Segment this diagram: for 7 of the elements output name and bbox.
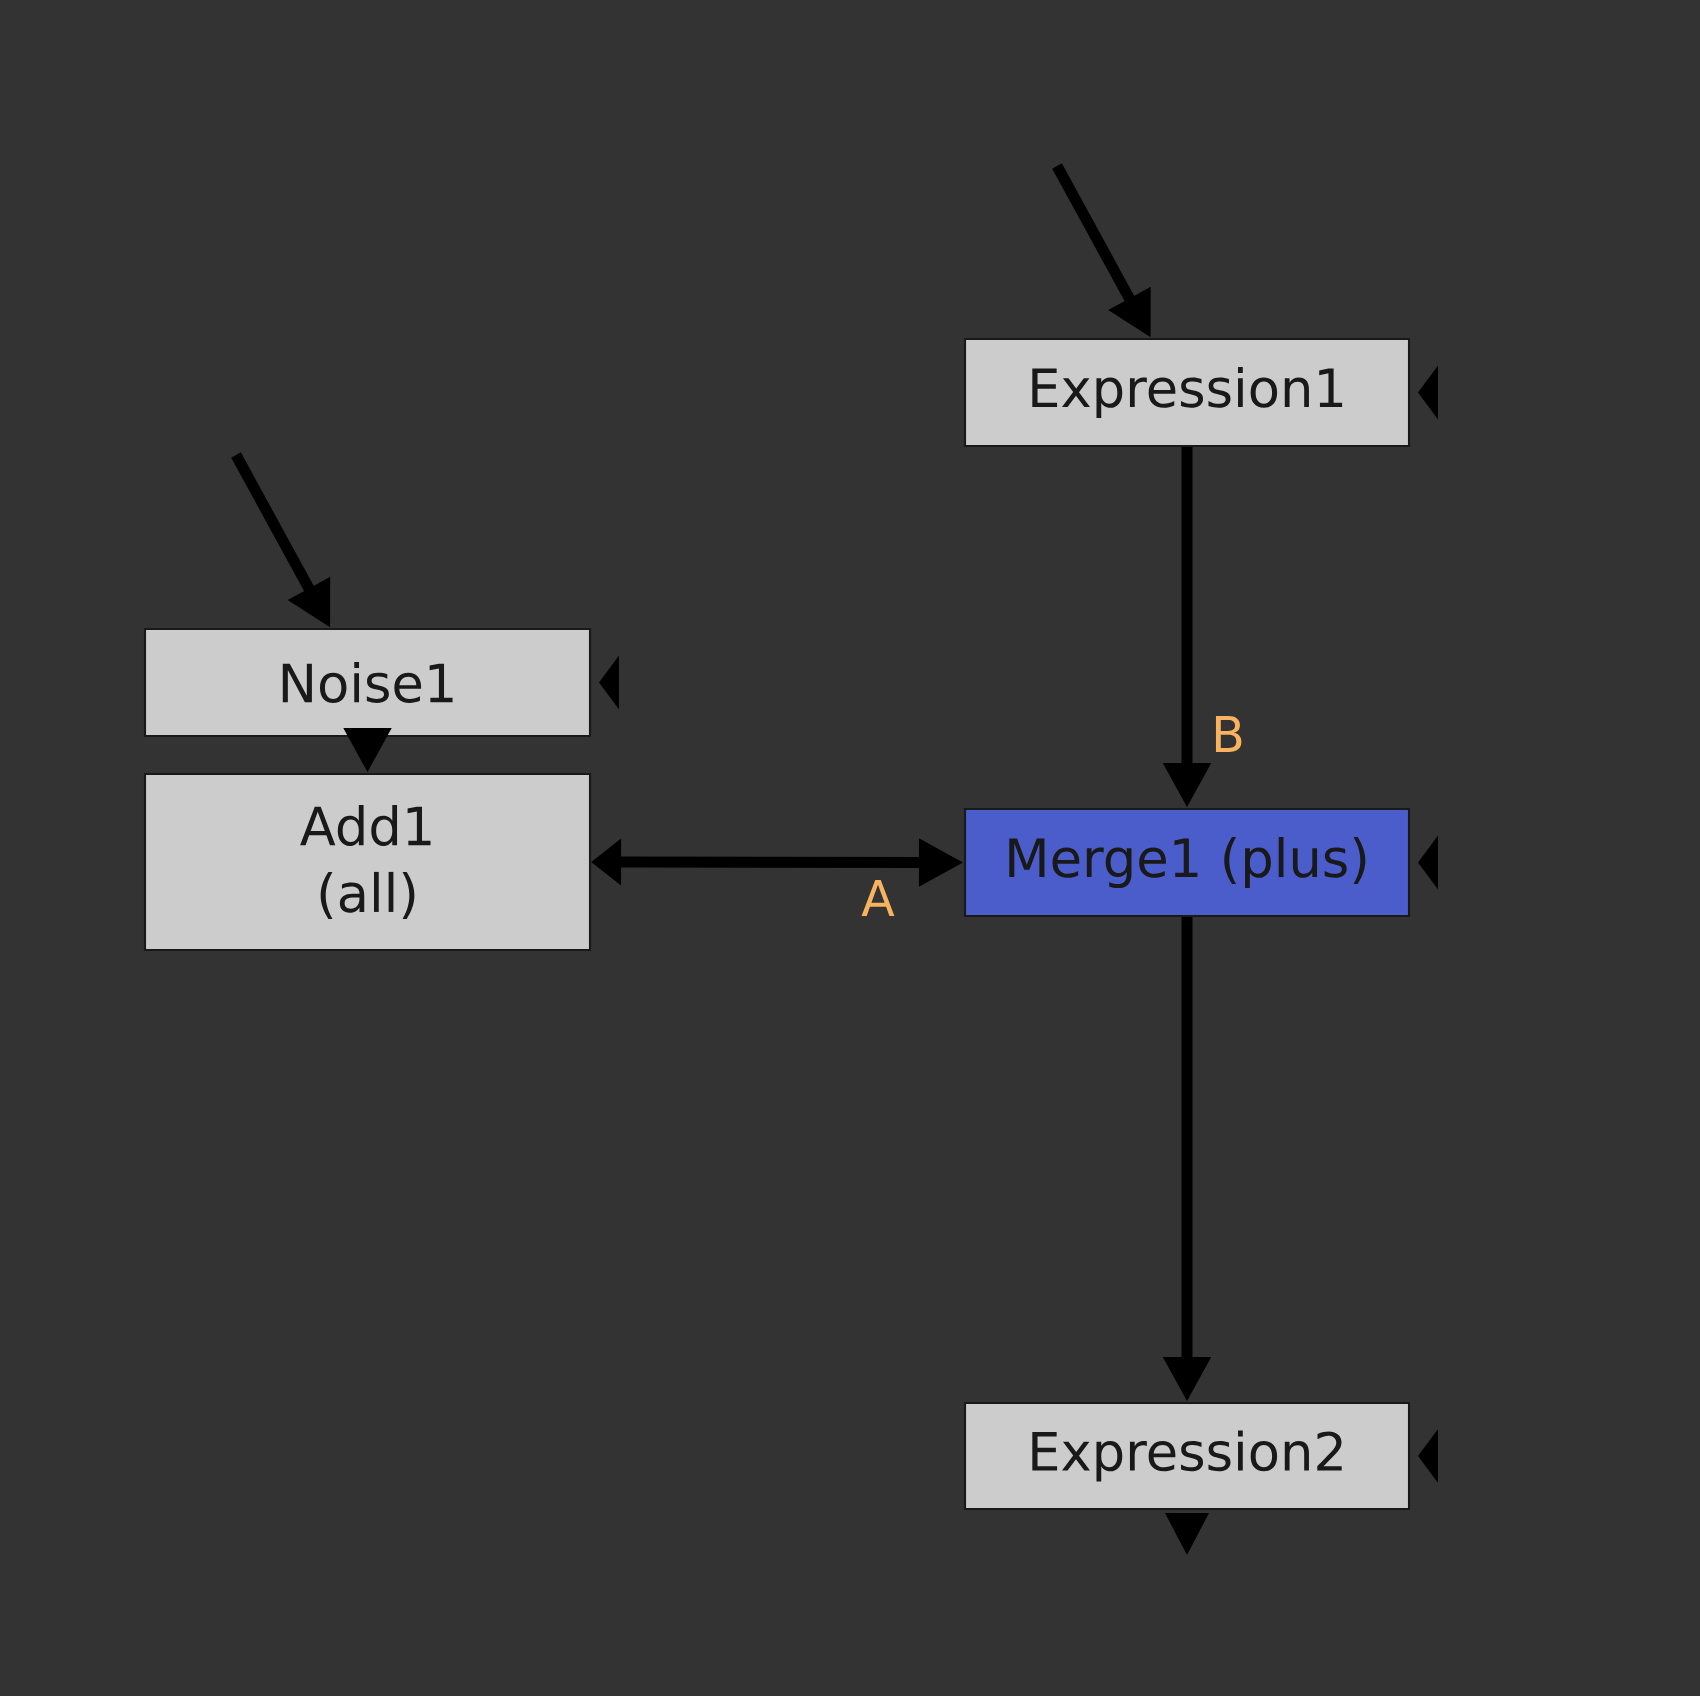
process-box: Noise1 (143, 627, 592, 738)
process-box: Expression1 (963, 337, 1411, 448)
process-box: Merge1 (plus) (963, 807, 1411, 918)
process-box: Add1 (all) (143, 772, 592, 952)
edge-label: B (1215, 716, 1242, 752)
edge-label: A (861, 880, 895, 916)
process-box: Expression2 (963, 1401, 1411, 1511)
